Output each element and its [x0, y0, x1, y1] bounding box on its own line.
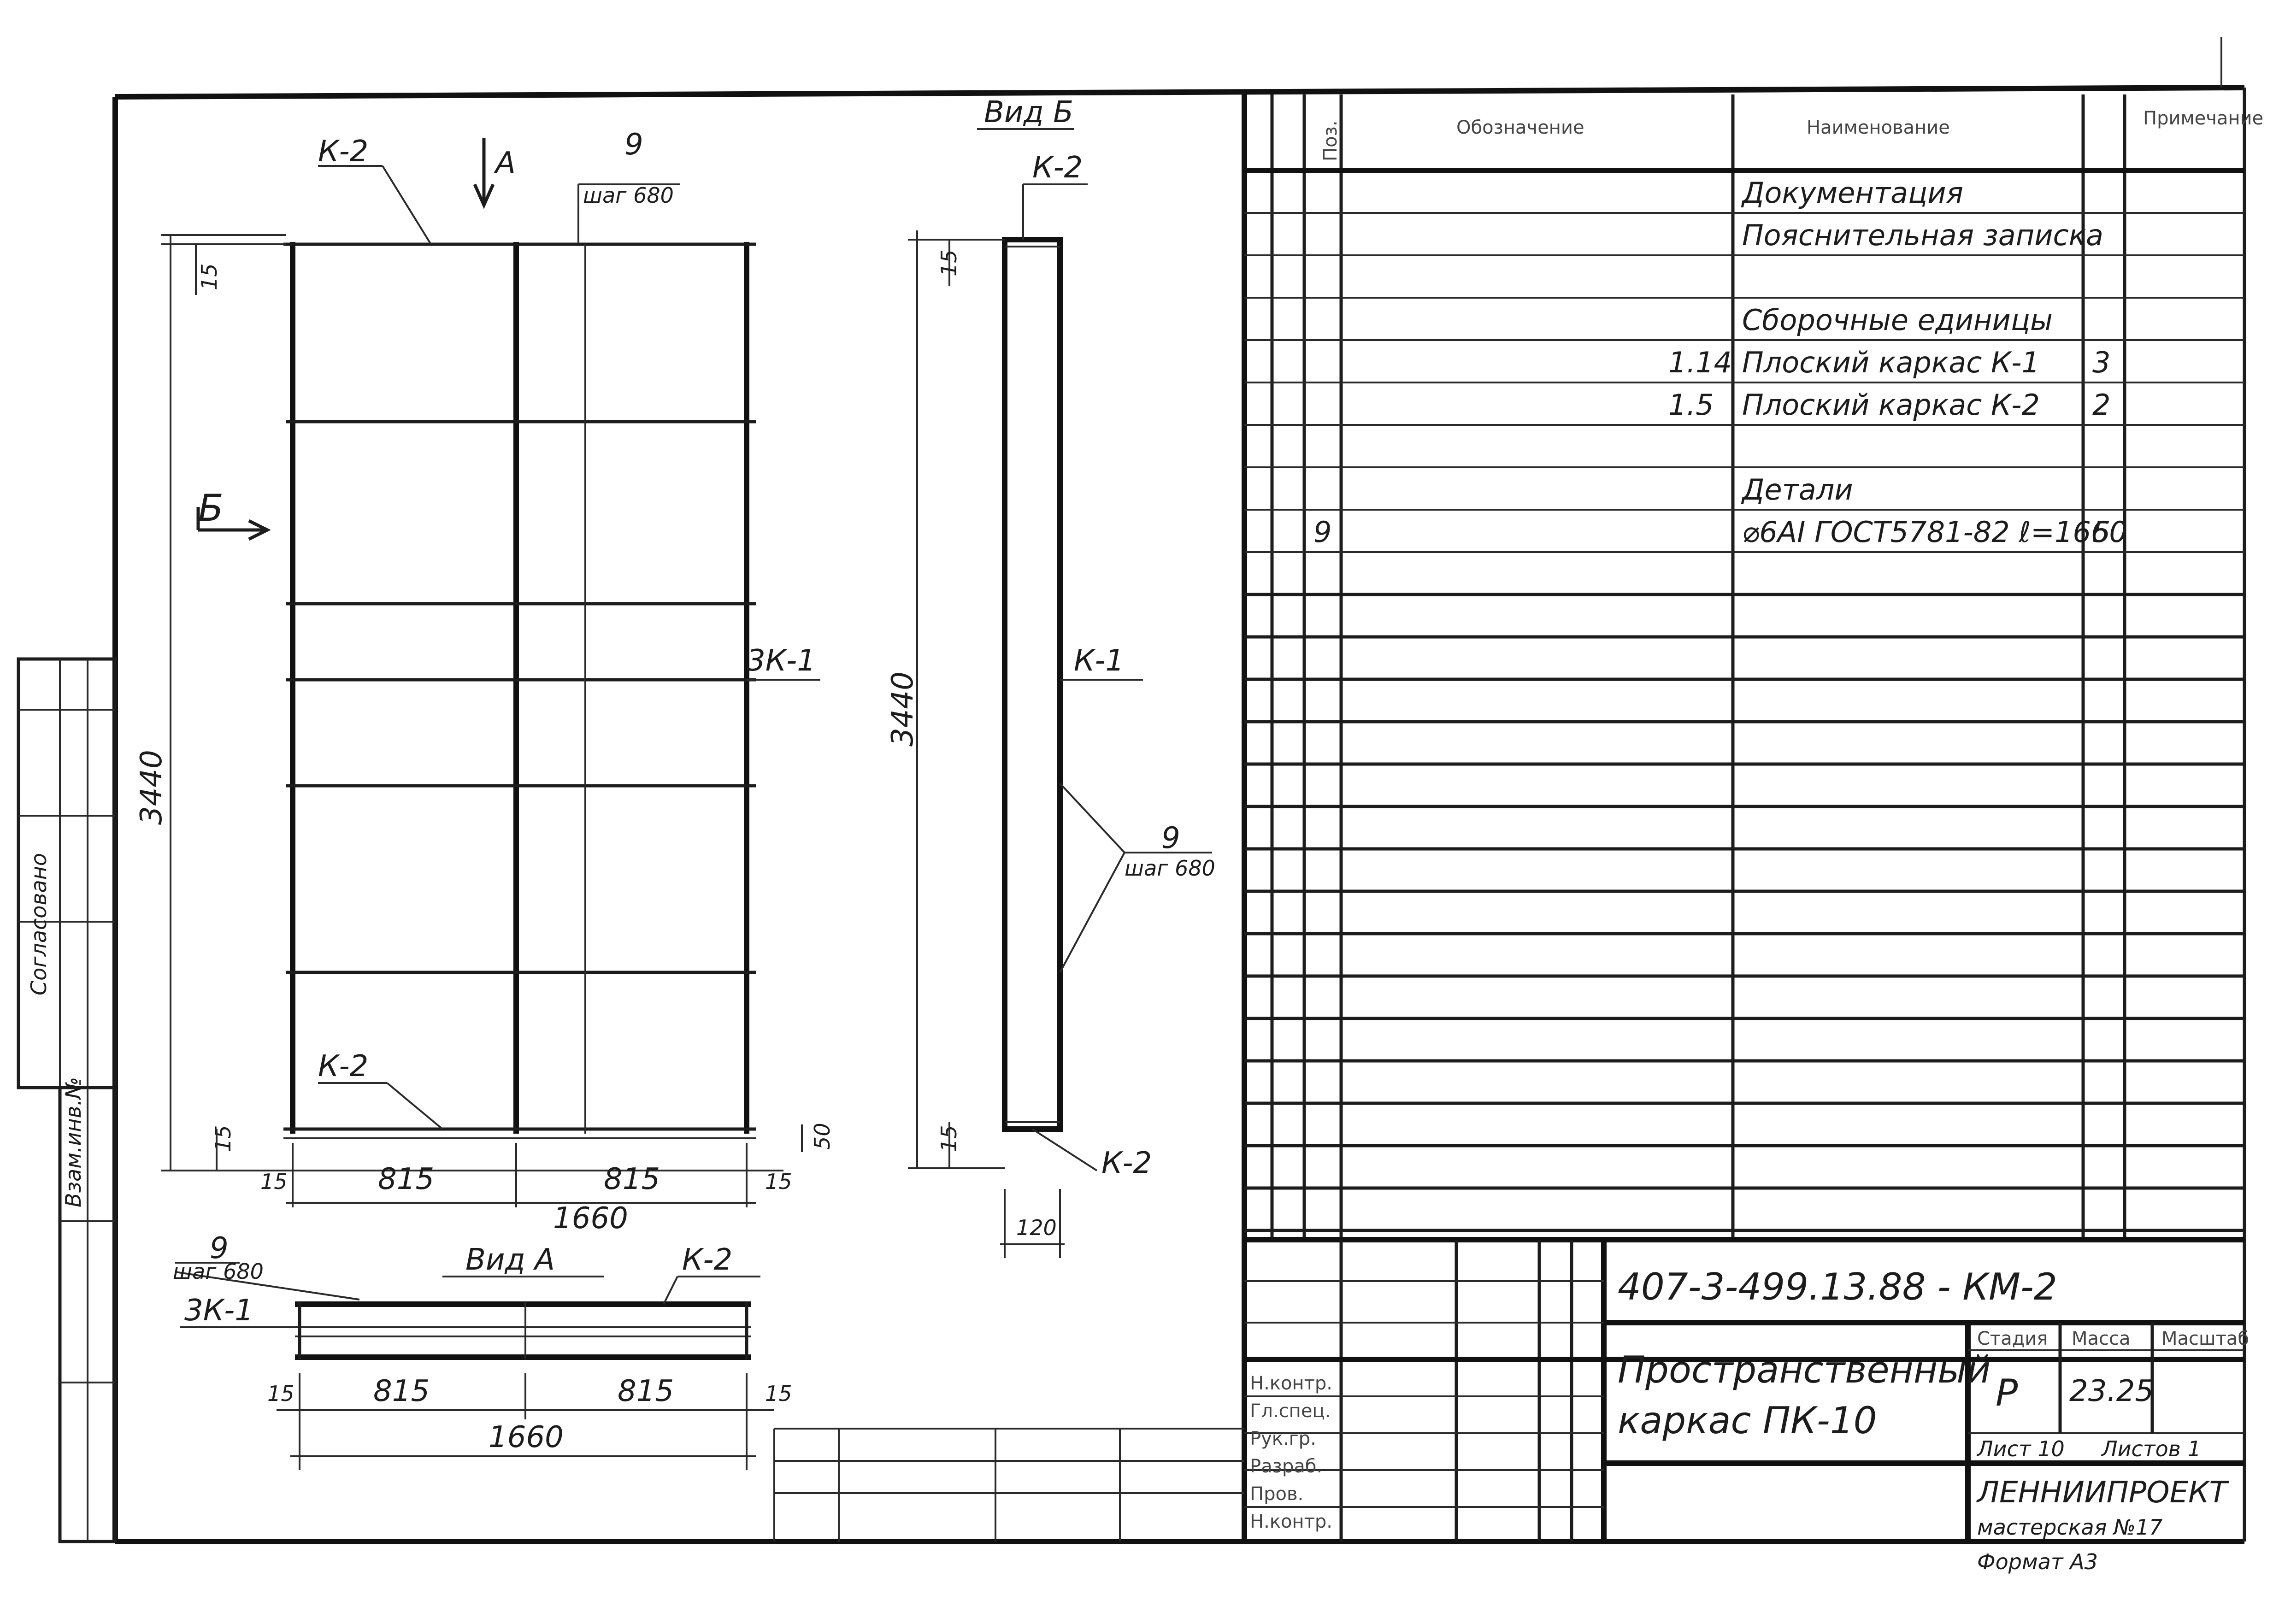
org-department: мастерская №17: [1977, 1515, 2162, 1540]
plan-k2-bottom-label: К-2: [318, 1049, 368, 1083]
plan-3k1-label: 3К-1: [747, 644, 816, 678]
view-a-3k1-label: 3К-1: [184, 1294, 253, 1328]
org-name: ЛЕННИИПРОЕКТ: [1976, 1476, 2230, 1510]
view-a-pitch-label: шаг 680: [173, 1259, 264, 1284]
agreed-label: Согласовано: [26, 853, 51, 995]
spec-cell-name: Сборочные единицы: [1742, 303, 2053, 337]
spec-row: 1.5 Плоский каркас К-2 2: [1668, 388, 2110, 422]
view-a-pos9-label: 9: [210, 1231, 229, 1265]
plan-arrow-a-label: А: [494, 146, 516, 180]
sheet-frame: [112, 37, 2246, 1544]
plan-pos9-label: 9: [624, 128, 643, 162]
plan-dim-15-top: 15: [197, 263, 222, 290]
plan-arrow-b-label: Б: [198, 487, 224, 530]
spec-cell-designation: 1.5: [1668, 388, 1714, 422]
plan-dim-15-left: 15: [260, 1169, 288, 1194]
plan-k2-top-label: К-2: [318, 135, 368, 169]
view-b-k2-top-label: К-2: [1032, 151, 1083, 185]
view-b: Вид Б К-2 3440 15 К-1 9 шаг 680 15 К-2 1…: [886, 95, 1215, 1258]
side-stamp: Согласовано Взам.инв.№: [17, 657, 117, 1543]
spec-row: Детали: [1741, 473, 1853, 506]
inv-no-label: Взам.инв.№: [61, 1077, 86, 1207]
spec-row: 1.14 Плоский каркас К-1 3: [1668, 346, 2110, 379]
plan-dim-815-a: 815: [378, 1162, 434, 1196]
title-block-role: Н.контр.: [1250, 1511, 1332, 1532]
spec-cell-qty: 3: [2092, 346, 2110, 379]
plan-dim-50: 50: [810, 1123, 835, 1150]
view-a-dim-15-right: 15: [765, 1381, 792, 1406]
spec-cell-name: ⌀6AI ГОСТ5781-82 ℓ=1660: [1742, 515, 2127, 549]
lower-stamp-grid: [773, 1428, 1244, 1542]
spec-cell-qty: 2: [2092, 388, 2110, 422]
title-block: 407-3-499.13.88 - КМ-2 Пространственный …: [1242, 1240, 2249, 1574]
title-block-role: Гл.спец.: [1250, 1400, 1331, 1422]
spec-cell-name: Документация: [1741, 176, 1963, 210]
plan-dim-1660: 1660: [553, 1201, 628, 1236]
view-b-pitch-label: шаг 680: [1125, 856, 1215, 881]
view-b-title: Вид Б: [984, 95, 1073, 129]
stage-value: Р: [1996, 1371, 2018, 1414]
spec-cell-name: Пояснительная записка: [1742, 218, 2103, 252]
spec-cell-name: Плоский каркас К-1: [1742, 346, 2040, 379]
spec-hdr-pos: Поз.: [1320, 120, 1341, 161]
spec-hdr-name: Наименование: [1807, 117, 1950, 138]
sheet-count: Листов 1: [2101, 1436, 2201, 1461]
view-a-k2-label: К-2: [682, 1243, 732, 1277]
format-label: Формат А3: [1977, 1549, 2098, 1574]
view-a-title: Вид А: [465, 1243, 555, 1277]
spec-cell-pos: 9: [1313, 515, 1331, 549]
view-a-dim-815-b: 815: [618, 1374, 674, 1408]
spec-hdr-note: Примечание: [2143, 108, 2263, 129]
plan-view: К-2 А 9 шаг 680 3440 15 Б 3К-1 К-2 15 50: [135, 128, 835, 1236]
plan-pitch-label: шаг 680: [583, 183, 674, 208]
doc-name-line2: каркас ПК-10: [1618, 1399, 1877, 1442]
view-b-k2-bottom-label: К-2: [1101, 1146, 1152, 1180]
mass-header: Масса: [2072, 1328, 2131, 1349]
title-block-roles: Н.контр. Гл.спец. Рук.гр. Разраб. Пров. Н.кон…: [1250, 1373, 1332, 1532]
title-block-role: Н.контр.: [1250, 1373, 1332, 1394]
title-block-role: Рук.гр.: [1250, 1428, 1316, 1449]
mass-value: 23.25: [2069, 1374, 2154, 1408]
stage-header: Стадия: [1977, 1328, 2048, 1349]
view-a: Вид А 9 шаг 680 К-2 3К-1 15 815 815 15 1…: [173, 1231, 792, 1470]
title-block-role: Разраб.: [1250, 1456, 1322, 1477]
spec-row: Документация: [1741, 176, 1963, 210]
view-b-dim-120: 120: [1016, 1215, 1057, 1240]
view-b-dim-3440: 3440: [886, 671, 920, 747]
spec-row: Пояснительная записка: [1742, 218, 2103, 252]
doc-name-line1: Пространственный: [1618, 1348, 1990, 1391]
view-a-dim-815-a: 815: [373, 1374, 430, 1408]
view-b-k1-label: К-1: [1074, 644, 1124, 678]
plan-dim-15-right: 15: [765, 1169, 792, 1194]
specification-table: Поз. Обозначение Наименование Примечание…: [1242, 94, 2263, 1542]
plan-dim-3440: 3440: [135, 750, 169, 825]
doc-code: 407-3-499.13.88 - КМ-2: [1618, 1265, 2057, 1308]
spec-row-lines: [1244, 212, 2244, 1232]
title-block-role: Пров.: [1250, 1483, 1303, 1505]
spec-cell-name: Плоский каркас К-2: [1742, 388, 2040, 422]
spec-cell-qty: 5: [2092, 515, 2110, 549]
sheet-number: Лист 10: [1976, 1436, 2065, 1461]
view-a-dim-15-left: 15: [267, 1381, 294, 1406]
plan-dim-15-bottom: 15: [211, 1125, 236, 1152]
plan-dim-815-b: 815: [604, 1162, 660, 1196]
view-b-pos9-label: 9: [1161, 821, 1180, 855]
spec-hdr-designation: Обозначение: [1456, 117, 1584, 138]
spec-cell-name: Детали: [1741, 473, 1853, 506]
spec-row: Сборочные единицы: [1742, 303, 2053, 337]
scale-header: Масштаб: [2161, 1328, 2249, 1349]
view-a-dim-1660: 1660: [489, 1420, 564, 1454]
spec-cell-designation: 1.14: [1668, 346, 1732, 379]
